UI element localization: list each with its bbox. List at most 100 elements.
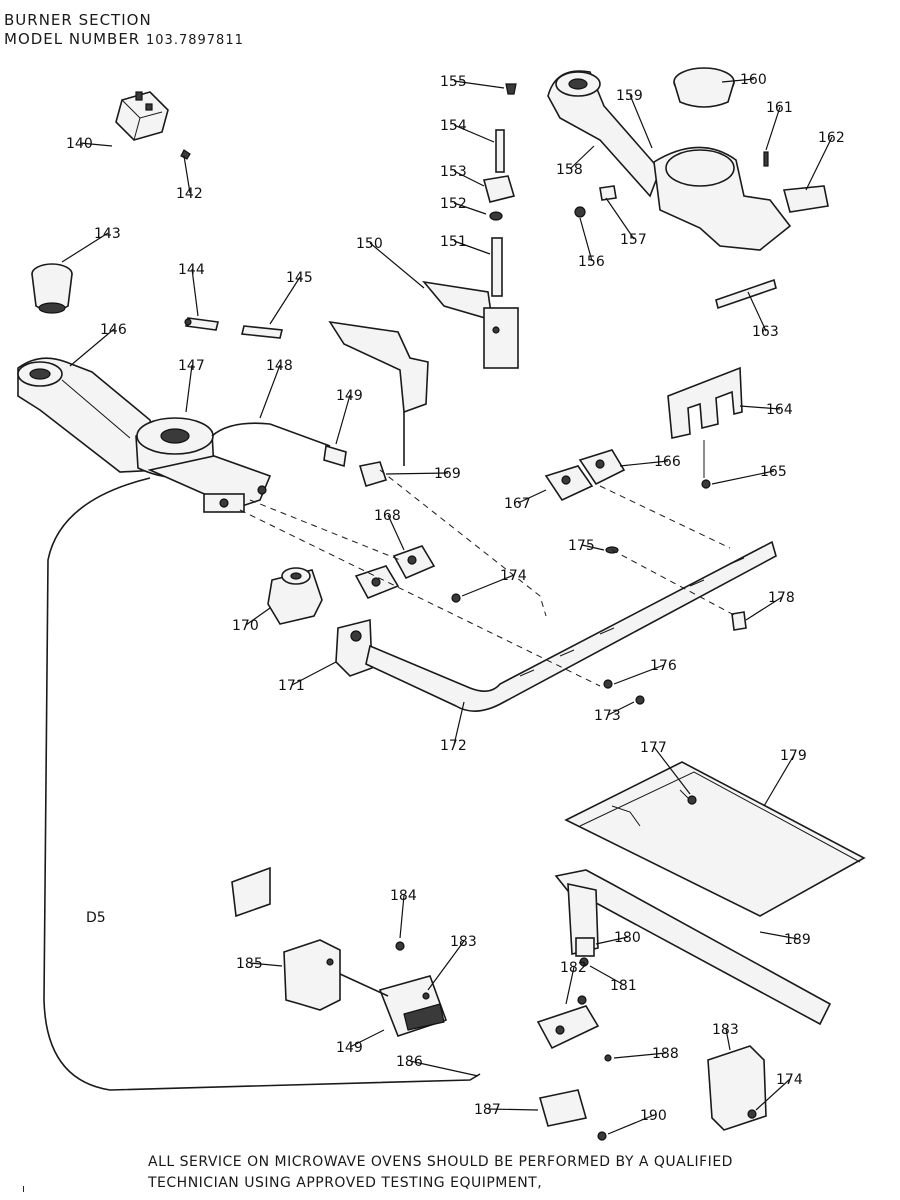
part-143-burner-cap — [31, 263, 73, 314]
leader-line-175 — [581, 544, 605, 551]
corner-mark: ı — [22, 1182, 26, 1195]
part-label-168: 168 — [374, 508, 401, 524]
part-145-sleeve — [241, 325, 283, 339]
part-146-burner-left — [17, 357, 161, 473]
part-label-157: 157 — [620, 232, 647, 248]
part-label-186: 186 — [396, 1054, 423, 1070]
leader-line-164 — [739, 405, 781, 410]
leader-line-183 — [725, 1028, 731, 1051]
footer-line-2: TECHNICIAN USING APPROVED TESTING EQUIPM… — [148, 1175, 543, 1191]
leader-line-154 — [453, 124, 495, 143]
part-185-thermostat — [339, 973, 448, 1037]
part-183-screw-right — [747, 1109, 757, 1119]
part-label-148: 148 — [266, 358, 293, 374]
leader-line-179 — [763, 754, 795, 807]
part-148-tube — [211, 422, 331, 447]
leader-line-178 — [745, 596, 783, 621]
leader-line-168 — [387, 514, 405, 551]
part-147-burner-center — [135, 417, 272, 513]
leader-line-181 — [589, 965, 625, 986]
leader-line-161 — [765, 106, 781, 151]
leader-line-180 — [595, 936, 629, 945]
leader-line-145 — [269, 276, 301, 325]
leader-line-155 — [453, 80, 505, 89]
part-label-170: 170 — [232, 618, 259, 634]
part-166-valve-upper — [578, 449, 626, 486]
part-188-broiler-burner — [554, 869, 832, 1026]
part-186-clip — [538, 1089, 588, 1127]
part-label-153: 153 — [440, 164, 467, 180]
footer-line-1: ALL SERVICE ON MICROWAVE OVENS SHOULD BE… — [148, 1154, 733, 1170]
leader-line-142 — [183, 155, 191, 194]
leader-line-157 — [605, 197, 635, 240]
part-label-145: 145 — [286, 270, 313, 286]
part-144-spring — [184, 317, 219, 331]
part-151-shaft — [491, 237, 503, 297]
leader-line-146 — [69, 328, 115, 367]
part-label-177: 177 — [640, 740, 667, 756]
leader-line-140 — [79, 142, 113, 147]
alignment-lines — [239, 469, 737, 687]
part-173-screw — [451, 593, 461, 603]
part-183-screw-left — [395, 941, 405, 951]
leader-line-144 — [191, 268, 199, 317]
part-label-185: 185 — [236, 956, 263, 972]
leader-line-185 — [249, 962, 283, 967]
leader-line-182 — [565, 966, 575, 1005]
part-172-screw — [635, 695, 645, 705]
part-174-screw-lower — [597, 1131, 607, 1141]
part-158-burner-right — [547, 70, 661, 198]
part-165-screw — [701, 479, 711, 489]
part-label-154: 154 — [440, 118, 467, 134]
part-label-171: 171 — [278, 678, 305, 694]
part-179-orifice — [575, 937, 595, 957]
part-159-burner-base — [653, 146, 792, 251]
part-label-178: 178 — [768, 590, 795, 606]
part-label-167: 167 — [504, 496, 531, 512]
part-label-155: 155 — [440, 74, 467, 90]
part-177-heat-shield — [564, 761, 866, 917]
part-156-nut — [574, 206, 586, 218]
part-184-bracket — [283, 939, 341, 1011]
part-152-washer — [489, 211, 503, 221]
part-label-172: 172 — [440, 738, 467, 754]
part-181-valve — [536, 995, 600, 1050]
leader-line-183 — [427, 940, 465, 991]
part-label-179: 179 — [780, 748, 807, 764]
part-label-140: 140 — [66, 136, 93, 152]
leader-line-190 — [607, 1114, 655, 1135]
part-167-valve-upper — [544, 465, 594, 502]
part-label-182: 182 — [560, 960, 587, 976]
part-142-screw — [180, 149, 191, 160]
part-label-184: 184 — [390, 888, 417, 904]
part-label-158: 158 — [556, 162, 583, 178]
part-label-180: 180 — [614, 930, 641, 946]
part-label-151: 151 — [440, 234, 467, 250]
part-160-burner-cap — [673, 67, 735, 108]
model-label: MODEL NUMBER — [4, 30, 141, 48]
leader-line-151 — [453, 240, 491, 255]
part-178-screw — [687, 795, 697, 805]
leader-line-152 — [453, 202, 487, 215]
leader-line-158 — [569, 145, 595, 170]
part-label-149: 149 — [336, 388, 363, 404]
part-label-166: 166 — [654, 454, 681, 470]
part-140-module — [115, 91, 169, 141]
part-164-shield — [667, 366, 743, 478]
leader-line-156 — [579, 217, 593, 262]
model-number: 103.7897811 — [146, 33, 244, 48]
part-149-fitting — [323, 444, 347, 468]
part-label-159: 159 — [616, 88, 643, 104]
leader-line-165 — [711, 470, 775, 485]
part-180-holder — [579, 957, 589, 967]
leader-line-177 — [653, 746, 691, 795]
part-label-183: 183 — [450, 934, 477, 950]
part-label-146: 146 — [100, 322, 127, 338]
part-label-181: 181 — [610, 978, 637, 994]
part-label-165: 165 — [760, 464, 787, 480]
leader-lines — [61, 78, 833, 1135]
part-189-bracket — [707, 1045, 767, 1131]
model-number-line: MODEL NUMBER 103.7897811 — [4, 31, 244, 49]
part-label-142: 142 — [176, 186, 203, 202]
